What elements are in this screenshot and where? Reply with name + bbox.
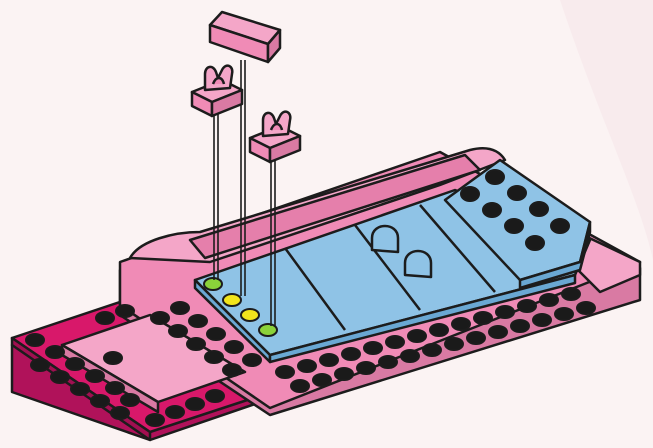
stud <box>86 370 104 382</box>
stud <box>408 330 426 342</box>
stud <box>189 315 207 327</box>
stud <box>276 366 294 378</box>
stud <box>121 394 139 406</box>
stud <box>467 332 485 344</box>
stud <box>335 368 353 380</box>
stud <box>71 383 89 395</box>
stud <box>320 354 338 366</box>
stud <box>379 356 397 368</box>
marker-yellow-1 <box>223 294 241 306</box>
stud <box>243 354 261 366</box>
stud <box>31 359 49 371</box>
stud <box>223 364 241 376</box>
stud <box>104 352 122 364</box>
stud <box>66 358 84 370</box>
stud <box>430 324 448 336</box>
stud <box>540 294 558 306</box>
stud <box>533 314 551 326</box>
marker-green-1 <box>204 278 222 290</box>
stud <box>445 338 463 350</box>
stud <box>562 288 580 300</box>
stud <box>577 302 595 314</box>
stud <box>511 320 529 332</box>
stud <box>291 380 309 392</box>
stud <box>555 308 573 320</box>
stud <box>106 382 124 394</box>
stud <box>111 407 129 419</box>
stud <box>169 325 187 337</box>
stud <box>186 398 204 410</box>
stud <box>357 362 375 374</box>
stud <box>489 326 507 338</box>
stud <box>166 406 184 418</box>
stud <box>298 360 316 372</box>
stud <box>313 374 331 386</box>
stud <box>46 346 64 358</box>
stud <box>146 414 164 426</box>
stud <box>452 318 470 330</box>
stud <box>91 395 109 407</box>
stud <box>342 348 360 360</box>
stud <box>116 305 134 317</box>
stud <box>96 312 114 324</box>
stud <box>26 334 44 346</box>
stud <box>225 341 243 353</box>
stud <box>518 300 536 312</box>
stud <box>474 312 492 324</box>
marker-yellow-2 <box>241 309 259 321</box>
stud <box>423 344 441 356</box>
stud <box>187 338 205 350</box>
stud <box>151 312 169 324</box>
stud <box>364 342 382 354</box>
stud <box>401 350 419 362</box>
stud <box>207 328 225 340</box>
stud <box>51 371 69 383</box>
stud <box>386 336 404 348</box>
stud <box>496 306 514 318</box>
stud <box>205 351 223 363</box>
stud <box>171 302 189 314</box>
stud <box>206 390 224 402</box>
